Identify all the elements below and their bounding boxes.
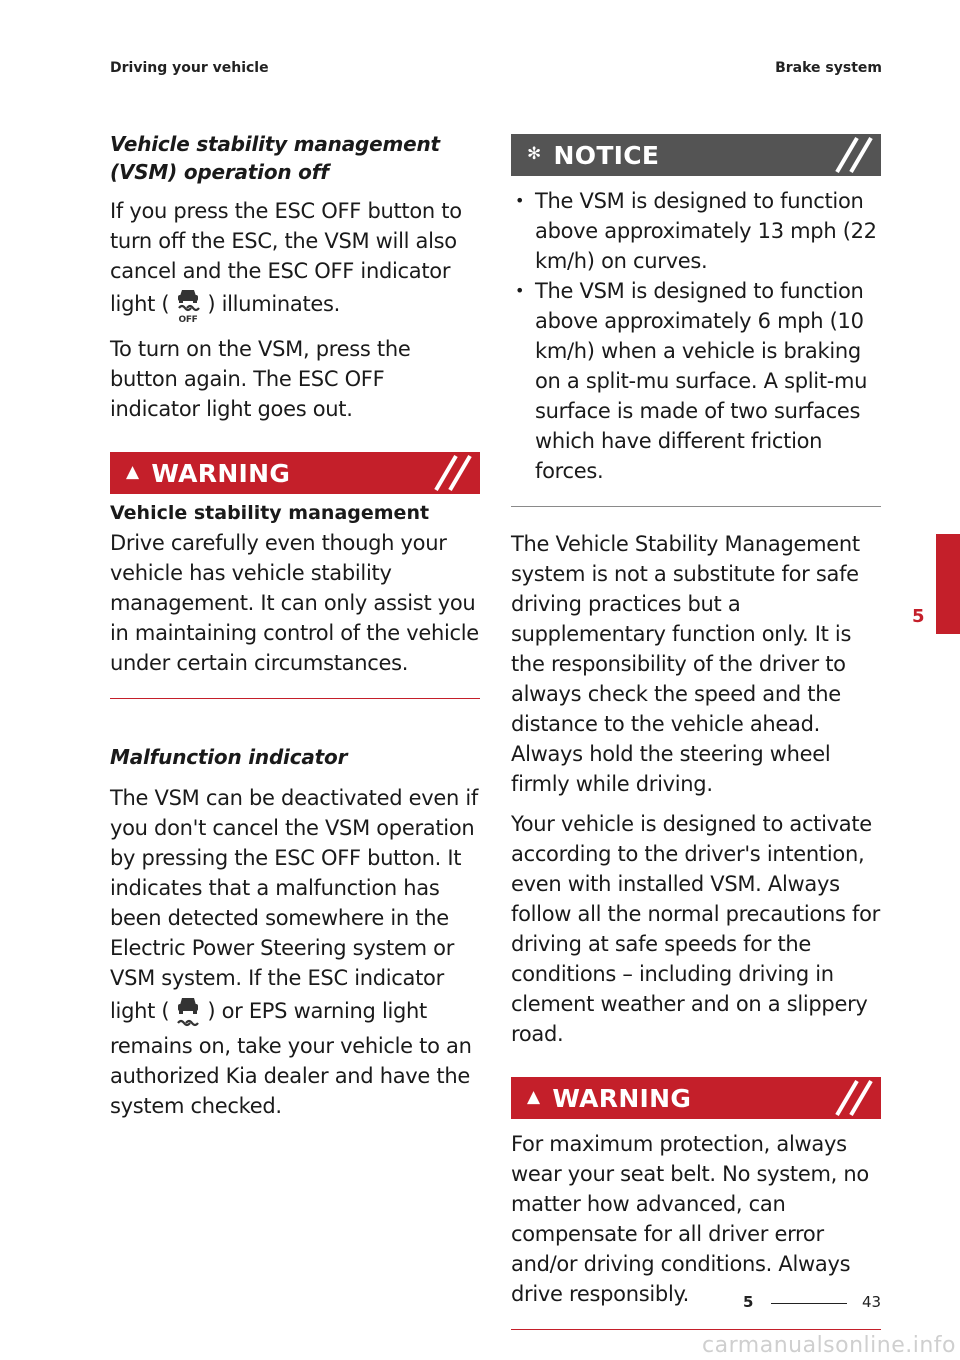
asterisk-icon: ✻ (527, 144, 542, 164)
running-header-topic: Brake system (775, 60, 882, 76)
footer-chapter: 5 (743, 1293, 754, 1311)
notice-list: The VSM is designed to function above ap… (511, 186, 881, 486)
vsm-off-title-line2: (VSM) operation off (110, 160, 329, 184)
esc-off-indicator-icon: OFF (178, 290, 201, 324)
notice-label: NOTICE (553, 140, 660, 170)
warning-bar: ▲ WARNING (110, 452, 480, 494)
left-column: Vehicle stability management (VSM) opera… (110, 130, 480, 1121)
esc-indicator-icon (177, 998, 200, 1027)
malfunction-paragraph: The VSM can be deactivated even if you d… (110, 783, 480, 1121)
vsm-off-title: Vehicle stability management (VSM) opera… (110, 130, 480, 186)
double-slash-decoration (434, 454, 472, 492)
chapter-side-number: 5 (912, 606, 925, 627)
double-slash-decoration (835, 1079, 873, 1117)
warning-label-2: WARNING (552, 1083, 692, 1113)
notice-end-rule (511, 506, 881, 507)
running-header-section: Driving your vehicle (110, 60, 269, 76)
warning-text: Drive carefully even though your vehicle… (110, 531, 479, 675)
chapter-side-tab (936, 534, 960, 634)
right-column: ✻ NOTICE The VSM is designed to function… (511, 134, 881, 1330)
double-slash-decoration (835, 136, 873, 174)
notice-bar: ✻ NOTICE (511, 134, 881, 176)
warning-triangle-icon: ▲ (126, 462, 140, 482)
warning-bar-2: ▲ WARNING (511, 1077, 881, 1119)
warning-text-2: For maximum protection, always wear your… (511, 1132, 869, 1306)
warning-heading: Vehicle stability management (110, 502, 430, 524)
footer-divider (771, 1303, 847, 1304)
malfunction-title: Malfunction indicator (110, 745, 348, 769)
malfunction-paragraph-pre: The VSM can be deactivated even if you d… (110, 786, 479, 1023)
warning-label: WARNING (151, 458, 291, 488)
vsm-off-title-line1: Vehicle stability management (110, 132, 440, 156)
vsm-off-paragraph-1-post: ) illuminates. (207, 292, 341, 316)
vsm-off-paragraph-2: To turn on the VSM, press the button aga… (110, 337, 411, 421)
vsm-off-paragraph-1: If you press the ESC OFF button to turn … (110, 196, 480, 324)
footer-page-number: 43 (862, 1293, 882, 1311)
list-item: The VSM is designed to function above ap… (511, 276, 881, 486)
warning-end-rule (110, 698, 480, 699)
vsm-off-paragraph-1-pre: If you press the ESC OFF button to turn … (110, 199, 462, 316)
watermark: carmanualsonline.info (702, 1333, 956, 1358)
esc-off-icon-label: OFF (179, 315, 198, 324)
malfunction-paragraph-post: ) or EPS warning light remains on, take … (110, 999, 472, 1118)
warning-end-rule-2 (511, 1329, 881, 1330)
list-item: The VSM is designed to function above ap… (511, 186, 881, 276)
vsm-paragraph-2: Your vehicle is designed to activate acc… (511, 812, 880, 1046)
warning-triangle-icon: ▲ (527, 1087, 541, 1107)
vsm-paragraph-1: The Vehicle Stability Management system … (511, 532, 860, 796)
